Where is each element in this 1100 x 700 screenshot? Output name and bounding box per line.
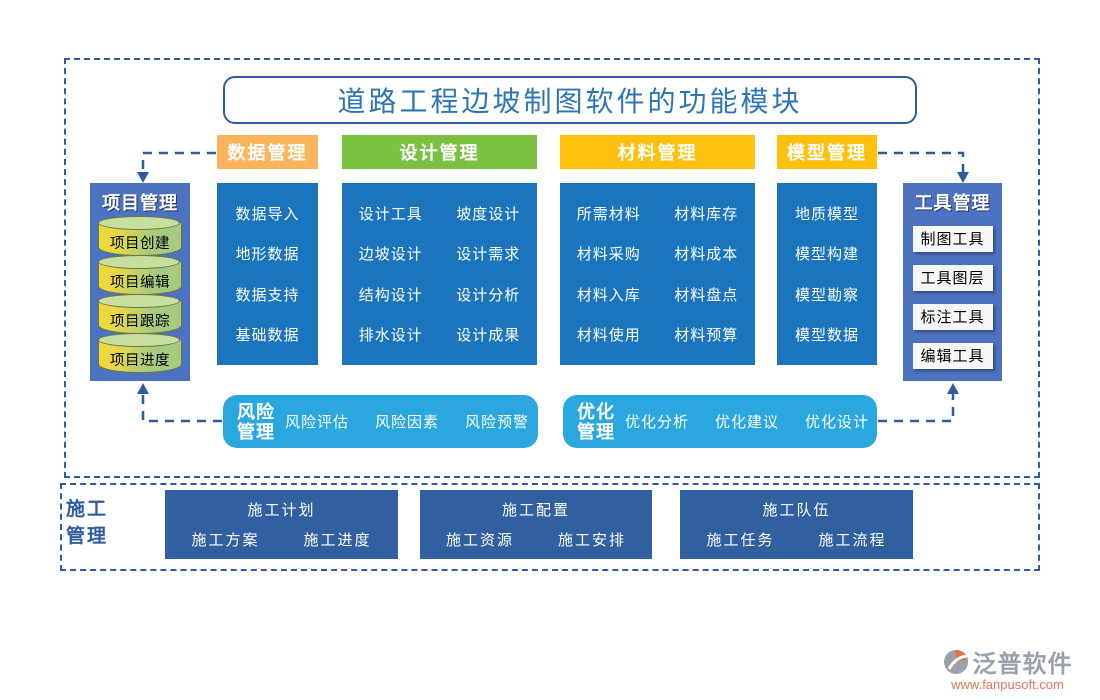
box-item: 施工方案 — [191, 532, 260, 549]
module-item: 数据导入 — [235, 205, 300, 223]
bar-item: 优化建议 — [715, 414, 780, 431]
tool-button-drawing: 制图工具 — [912, 225, 993, 252]
cylinder-project-progress: 项目进度 — [98, 333, 182, 373]
module-item: 模型数据 — [794, 327, 859, 345]
column-data-management: 数据导入 地形数据 数据支持 基础数据 — [217, 183, 318, 365]
construction-label-line2: 管理 — [66, 526, 109, 547]
module-item: 模型勘察 — [794, 286, 859, 304]
module-item: 边坡设计 — [358, 246, 423, 264]
module-item: 坡度设计 — [456, 205, 521, 223]
tool-button-label: 工具图层 — [920, 270, 985, 287]
header-data-management: 数据管理 — [217, 135, 318, 169]
construction-label-line1: 施工 — [66, 499, 109, 520]
construction-dashed-frame — [60, 483, 1040, 571]
diagram-title-box: 道路工程边坡制图软件的功能模块 — [223, 76, 917, 124]
box-item: 施工流程 — [818, 532, 887, 549]
header-material-management: 材料管理 — [560, 135, 755, 169]
bar-optimization-management: 优化 管理 优化分析 优化建议 优化设计 — [563, 395, 877, 448]
header-model-management: 模型管理 — [777, 135, 877, 169]
header-design-management: 设计管理 — [342, 135, 537, 169]
module-item: 模型构建 — [794, 246, 859, 264]
module-item: 材料使用 — [576, 327, 641, 345]
bar-item: 优化设计 — [805, 414, 870, 431]
column-material-management: 所需材料 材料库存 材料采购 材料成本 材料入库 材料盘点 材料使用 材料预算 — [560, 183, 755, 365]
box-construction-plan: 施工计划 施工方案 施工进度 — [165, 490, 398, 559]
bar-label-line1: 风险 — [237, 401, 275, 422]
fanpu-logo-icon — [943, 649, 968, 674]
module-item: 设计分析 — [456, 286, 521, 304]
module-item: 设计工具 — [358, 205, 423, 223]
module-item: 设计成果 — [456, 327, 521, 345]
box-item: 施工任务 — [706, 532, 775, 549]
box-title: 施工配置 — [501, 502, 570, 519]
bar-label-line2: 管理 — [237, 421, 275, 442]
module-item: 材料盘点 — [674, 286, 739, 304]
module-item: 设计需求 — [456, 246, 521, 264]
box-title: 施工计划 — [247, 502, 316, 519]
module-item: 材料预算 — [674, 327, 739, 345]
panel-tool-management: 工具管理 制图工具 工具图层 标注工具 编辑工具 — [903, 183, 1002, 381]
main-dashed-frame — [64, 58, 1040, 478]
bar-label-line2: 管理 — [577, 421, 615, 442]
box-construction-team: 施工队伍 施工任务 施工流程 — [680, 490, 913, 559]
logo-url[interactable]: www.fanpusoft.com — [951, 677, 1064, 692]
cylinder-project-edit: 项目编辑 — [98, 255, 182, 295]
module-item: 基础数据 — [235, 327, 300, 345]
tool-button-editing: 编辑工具 — [912, 342, 993, 369]
tool-button-label: 编辑工具 — [920, 348, 985, 365]
header-label: 模型管理 — [787, 143, 867, 163]
cylinder-project-create: 项目创建 — [98, 216, 182, 256]
panel-project-management: 项目管理 项目创建 项目编辑 项目跟踪 项目进度 — [90, 183, 190, 381]
bar-label: 优化 管理 — [577, 402, 615, 442]
module-item: 材料成本 — [674, 246, 739, 264]
module-item: 数据支持 — [235, 286, 300, 304]
module-item: 结构设计 — [358, 286, 423, 304]
box-item: 施工资源 — [445, 532, 514, 549]
bar-label-line1: 优化 — [577, 401, 615, 422]
diagram-title: 道路工程边坡制图软件的功能模块 — [337, 86, 803, 117]
tool-button-label: 标注工具 — [920, 309, 985, 326]
bar-item: 风险因素 — [375, 414, 440, 431]
header-label: 材料管理 — [617, 143, 698, 163]
tool-button-layers: 工具图层 — [912, 264, 993, 291]
bar-item: 风险评估 — [285, 414, 350, 431]
module-item: 材料采购 — [576, 246, 641, 264]
tool-button-annotation: 标注工具 — [912, 303, 993, 330]
fanpu-logo: 泛普软件 www.fanpusoft.com — [925, 644, 1090, 692]
bar-item: 优化分析 — [625, 414, 690, 431]
module-item: 地形数据 — [235, 246, 300, 264]
bar-item: 风险预警 — [465, 414, 530, 431]
header-label: 设计管理 — [399, 143, 480, 163]
box-construction-config: 施工配置 施工资源 施工安排 — [420, 490, 652, 559]
construction-management-label: 施工 管理 — [66, 496, 108, 550]
panel-title: 项目管理 — [102, 193, 178, 213]
module-item: 材料入库 — [576, 286, 641, 304]
header-label: 数据管理 — [227, 143, 308, 163]
module-item: 所需材料 — [576, 205, 641, 223]
logo-text: 泛普软件 — [972, 651, 1073, 678]
bar-label: 风险 管理 — [237, 402, 275, 442]
box-item: 施工安排 — [558, 532, 627, 549]
panel-title: 工具管理 — [914, 193, 991, 213]
column-model-management: 地质模型 模型构建 模型勘察 模型数据 — [777, 183, 877, 365]
column-design-management: 设计工具 坡度设计 边坡设计 设计需求 结构设计 设计分析 排水设计 设计成果 — [342, 183, 537, 365]
cylinder-label: 项目进度 — [110, 353, 170, 369]
cylinder-label: 项目编辑 — [110, 275, 170, 291]
tool-button-label: 制图工具 — [920, 231, 985, 248]
cylinder-label: 项目创建 — [110, 236, 170, 252]
module-item: 材料库存 — [674, 205, 739, 223]
box-item: 施工进度 — [303, 532, 372, 549]
module-item: 排水设计 — [358, 327, 423, 345]
cylinder-label: 项目跟踪 — [110, 314, 170, 330]
box-title: 施工队伍 — [762, 502, 831, 519]
cylinder-project-track: 项目跟踪 — [98, 294, 182, 334]
module-item: 地质模型 — [794, 205, 859, 223]
bar-risk-management: 风险 管理 风险评估 风险因素 风险预警 — [223, 395, 538, 448]
